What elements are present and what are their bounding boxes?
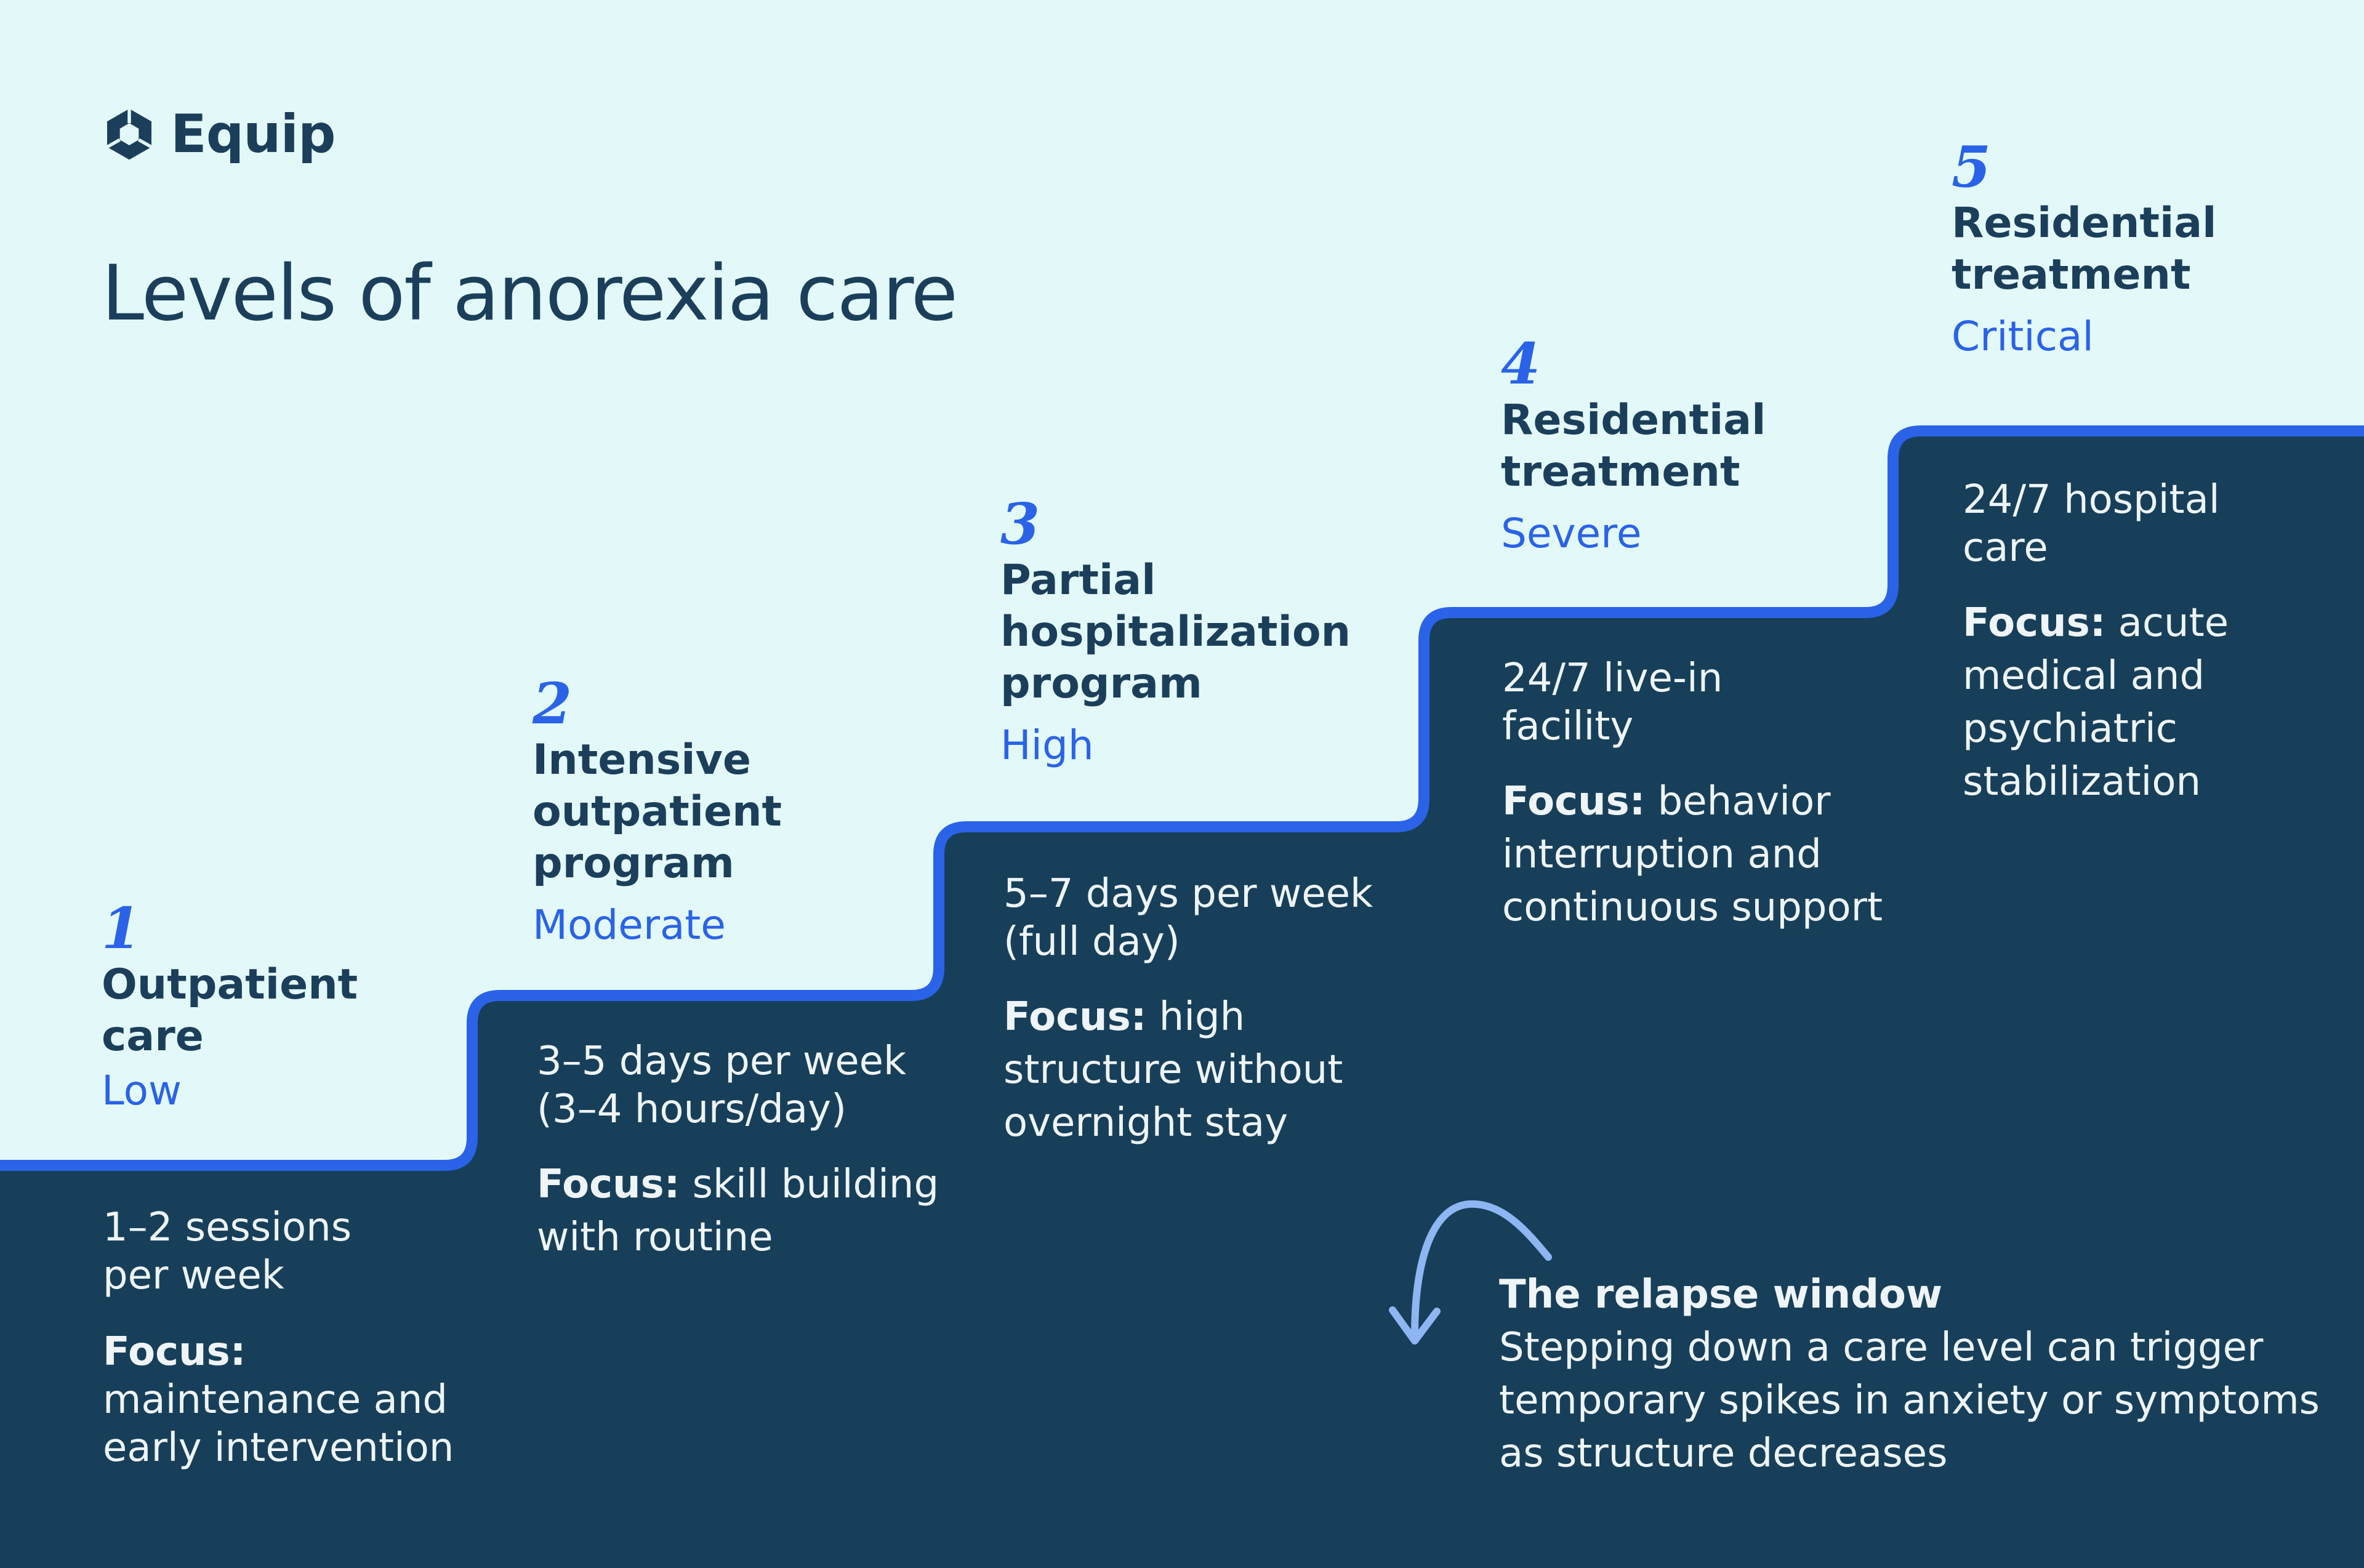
relapse-title: The relapse window [1499, 1272, 1943, 1317]
level-severity: Severe [1501, 510, 1642, 557]
relapse-window-note: The relapse window Stepping down a care … [1499, 1268, 2336, 1480]
level-name: Intensive outpatient program [533, 736, 782, 888]
level-3-details: 5–7 days per week (full day) Focus: high… [1003, 870, 1422, 1149]
level-number: 5 [1952, 134, 1992, 200]
level-focus-text: acute medical and psychiatric stabilizat… [1963, 600, 2229, 805]
curved-arrow-down-icon [1389, 1200, 1552, 1345]
level-focus-text: maintenance and early intervention [103, 1377, 454, 1471]
level-severity: Moderate [533, 901, 726, 949]
level-frequency: 1–2 sessions per week [103, 1205, 352, 1298]
level-severity: Low [102, 1067, 182, 1114]
page-title: Levels of anorexia care [102, 249, 958, 338]
level-5-header: 5 Residential treatment Critical [1952, 139, 2364, 361]
staircase-fill [0, 431, 2364, 1568]
level-1-details: 1–2 sessions per week Focus:maintenance … [103, 1204, 466, 1472]
level-4-header: 4 Residential treatment Severe [1501, 336, 1956, 558]
level-focus: Focus:maintenance and early intervention [103, 1328, 466, 1472]
focus-label: Focus: [1963, 600, 2106, 646]
focus-label: Focus: [1003, 994, 1147, 1040]
level-frequency: 24/7 live-in facility [1502, 656, 1723, 749]
level-focus: Focus: behavior interruption and continu… [1502, 775, 1902, 934]
brand-name: Equip [171, 103, 336, 165]
level-number: 1 [102, 895, 142, 962]
level-name: Residential treatment [1501, 396, 1766, 496]
level-frequency: 5–7 days per week (full day) [1003, 871, 1373, 965]
level-number: 4 [1501, 331, 1541, 397]
level-frequency: 3–5 days per week (3–4 hours/day) [537, 1039, 906, 1132]
level-name: Outpatient care [102, 960, 358, 1061]
level-number: 2 [533, 670, 573, 737]
focus-label: Focus: [1502, 779, 1646, 824]
level-number: 3 [1000, 491, 1040, 557]
focus-label: Focus: [103, 1329, 246, 1375]
level-focus: Focus: skill building with routine [537, 1158, 943, 1264]
level-focus-text: high structure without overnight stay [1003, 994, 1343, 1146]
level-name: Residential treatment [1952, 199, 2217, 299]
staircase-edge [0, 425, 2364, 1171]
relapse-text: Stepping down a care level can trigger t… [1499, 1325, 2320, 1476]
level-severity: Critical [1952, 313, 2094, 360]
level-frequency: 24/7 hospital care [1963, 477, 2220, 571]
level-focus-text: skill building with routine [537, 1162, 939, 1260]
level-3-header: 3 Partial hospitalization program High [1000, 496, 1456, 770]
equip-hexagon-logo-icon [106, 108, 153, 160]
level-name: Partial hospitalization program [1000, 556, 1351, 708]
level-2-header: 2 Intensive outpatient program Moderate [533, 675, 988, 950]
level-2-details: 3–5 days per week (3–4 hours/day) Focus:… [537, 1037, 943, 1264]
level-focus: Focus: high structure without overnight … [1003, 991, 1410, 1149]
level-focus: Focus: acute medical and psychiatric sta… [1963, 597, 2270, 808]
focus-label: Focus: [537, 1162, 680, 1207]
level-focus-text: behavior interruption and continuous sup… [1502, 779, 1883, 930]
level-severity: High [1000, 722, 1094, 769]
brand-logo: Equip [102, 103, 336, 165]
level-4-details: 24/7 live-in facility Focus: behavior in… [1502, 654, 1902, 934]
level-1-header: 1 Outpatient care Low [102, 900, 557, 1116]
level-5-details: 24/7 hospital care Focus: acute medical … [1963, 476, 2344, 808]
